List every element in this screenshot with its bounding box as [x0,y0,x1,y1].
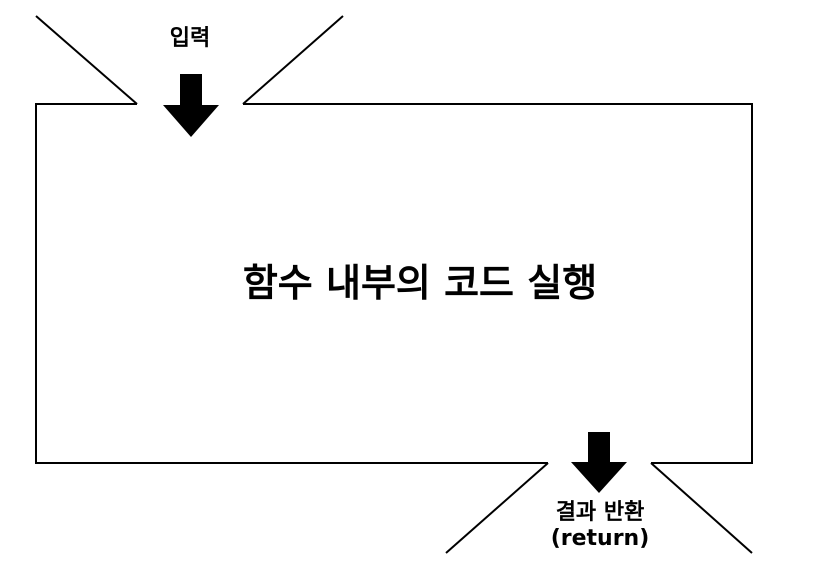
input-arrow-icon [163,74,219,137]
function-box-outline [35,103,753,464]
function-body-label: 함수 내부의 코드 실행 [242,261,598,305]
output-funnel-right-line [650,462,753,554]
input-funnel-left-line [35,15,138,105]
output-label: 결과 반환 (return) [500,500,700,553]
output-label-return: (return) [550,526,650,552]
input-funnel-right-line [242,15,344,105]
output-funnel-left-line [445,462,549,554]
input-label: 입력 [169,26,211,51]
output-label-main: 결과 반환 [555,500,645,525]
output-arrow-icon [571,432,627,493]
